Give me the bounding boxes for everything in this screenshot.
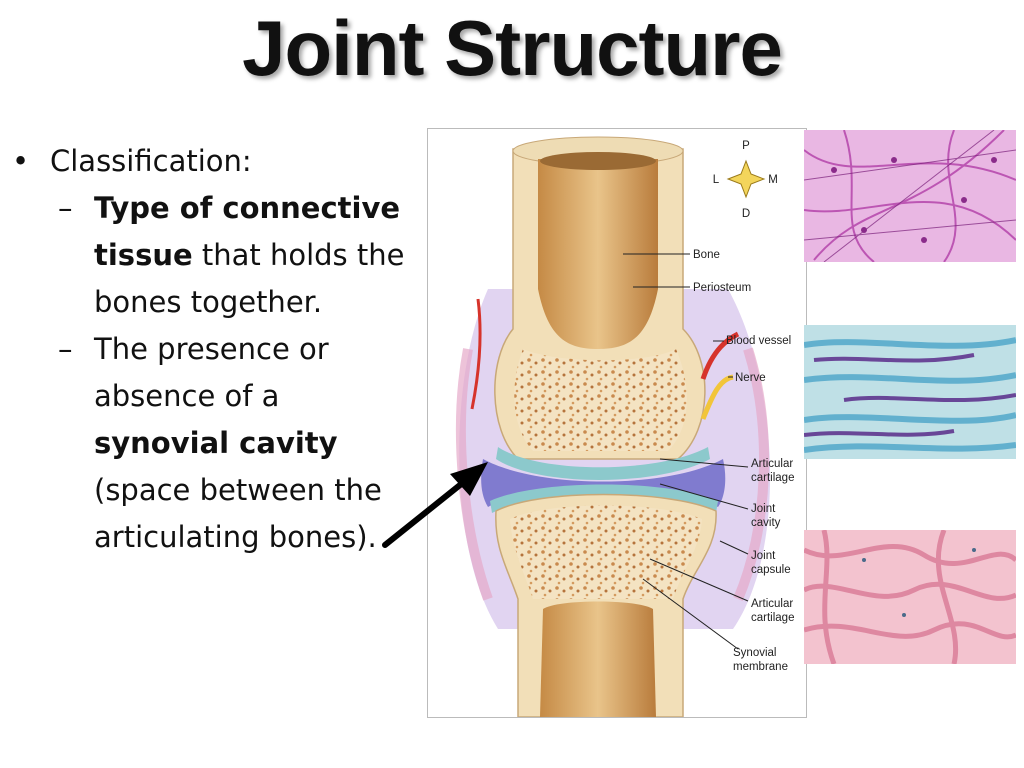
bold-text: synovial cavity (94, 426, 338, 460)
bullet-dot: • (12, 144, 30, 178)
lower-articular-cartilage (490, 484, 718, 513)
label-periosteum: Periosteum (693, 282, 751, 294)
label-joint-capsule-2: capsule (751, 564, 791, 576)
dash-mark: – (58, 191, 73, 225)
sub-bullet-text: The presence or absence of a (94, 332, 329, 413)
bullet-list: • Classification: – Type of connective t… (12, 138, 412, 561)
compass-m: M (768, 174, 778, 186)
sub-bullet-synovial-cavity: – The presence or absence of a synovial … (58, 326, 412, 561)
bold-text: Type of connective tissue (94, 191, 401, 272)
micrograph-dense-irregular-tissue (804, 530, 1016, 664)
label-synovial-membrane-2: membrane (733, 661, 788, 673)
sub-bullet-connective-tissue: – Type of connective tissue that holds t… (58, 185, 412, 326)
compass-d: D (742, 208, 750, 220)
label-articular-cartilage-lower: Articular (751, 598, 793, 610)
sub-bullet-text: that holds the bones together. (94, 238, 405, 319)
label-blood-vessel: Blood vessel (726, 335, 791, 347)
label-joint-capsule: Joint (751, 550, 776, 562)
micrograph-dense-regular-tissue (804, 325, 1016, 459)
bullet-text: Classification: (50, 144, 252, 178)
compass-p: P (742, 140, 750, 152)
micrograph-areolar-tissue (804, 130, 1016, 262)
label-bone: Bone (693, 249, 720, 261)
joint-cavity (481, 459, 726, 507)
nerve (700, 374, 734, 420)
sub-bullet-text: (space between the articulating bones). (94, 473, 382, 554)
label-joint-cavity: Joint (751, 503, 776, 515)
label-articular-cartilage-upper-2: cartilage (751, 472, 794, 484)
compass-l: L (713, 174, 720, 186)
joint-diagram-illustration: P L M D Bone Periosteum Blood vessel Ner… (455, 136, 794, 717)
label-joint-cavity-2: cavity (751, 517, 781, 529)
slide-title: Joint Structure (242, 4, 783, 92)
label-synovial-membrane: Synovial (733, 647, 776, 659)
upper-articular-cartilage (496, 447, 710, 480)
label-articular-cartilage-upper: Articular (751, 458, 793, 470)
joint-diagram: P L M D Bone Periosteum Blood vessel Ner… (427, 128, 807, 718)
dash-mark: – (58, 332, 73, 366)
bullet-classification: • Classification: (12, 138, 412, 185)
label-nerve: Nerve (735, 372, 766, 384)
orientation-compass-icon (726, 159, 766, 199)
label-articular-cartilage-lower-2: cartilage (751, 612, 794, 624)
blood-vessel (700, 331, 740, 380)
